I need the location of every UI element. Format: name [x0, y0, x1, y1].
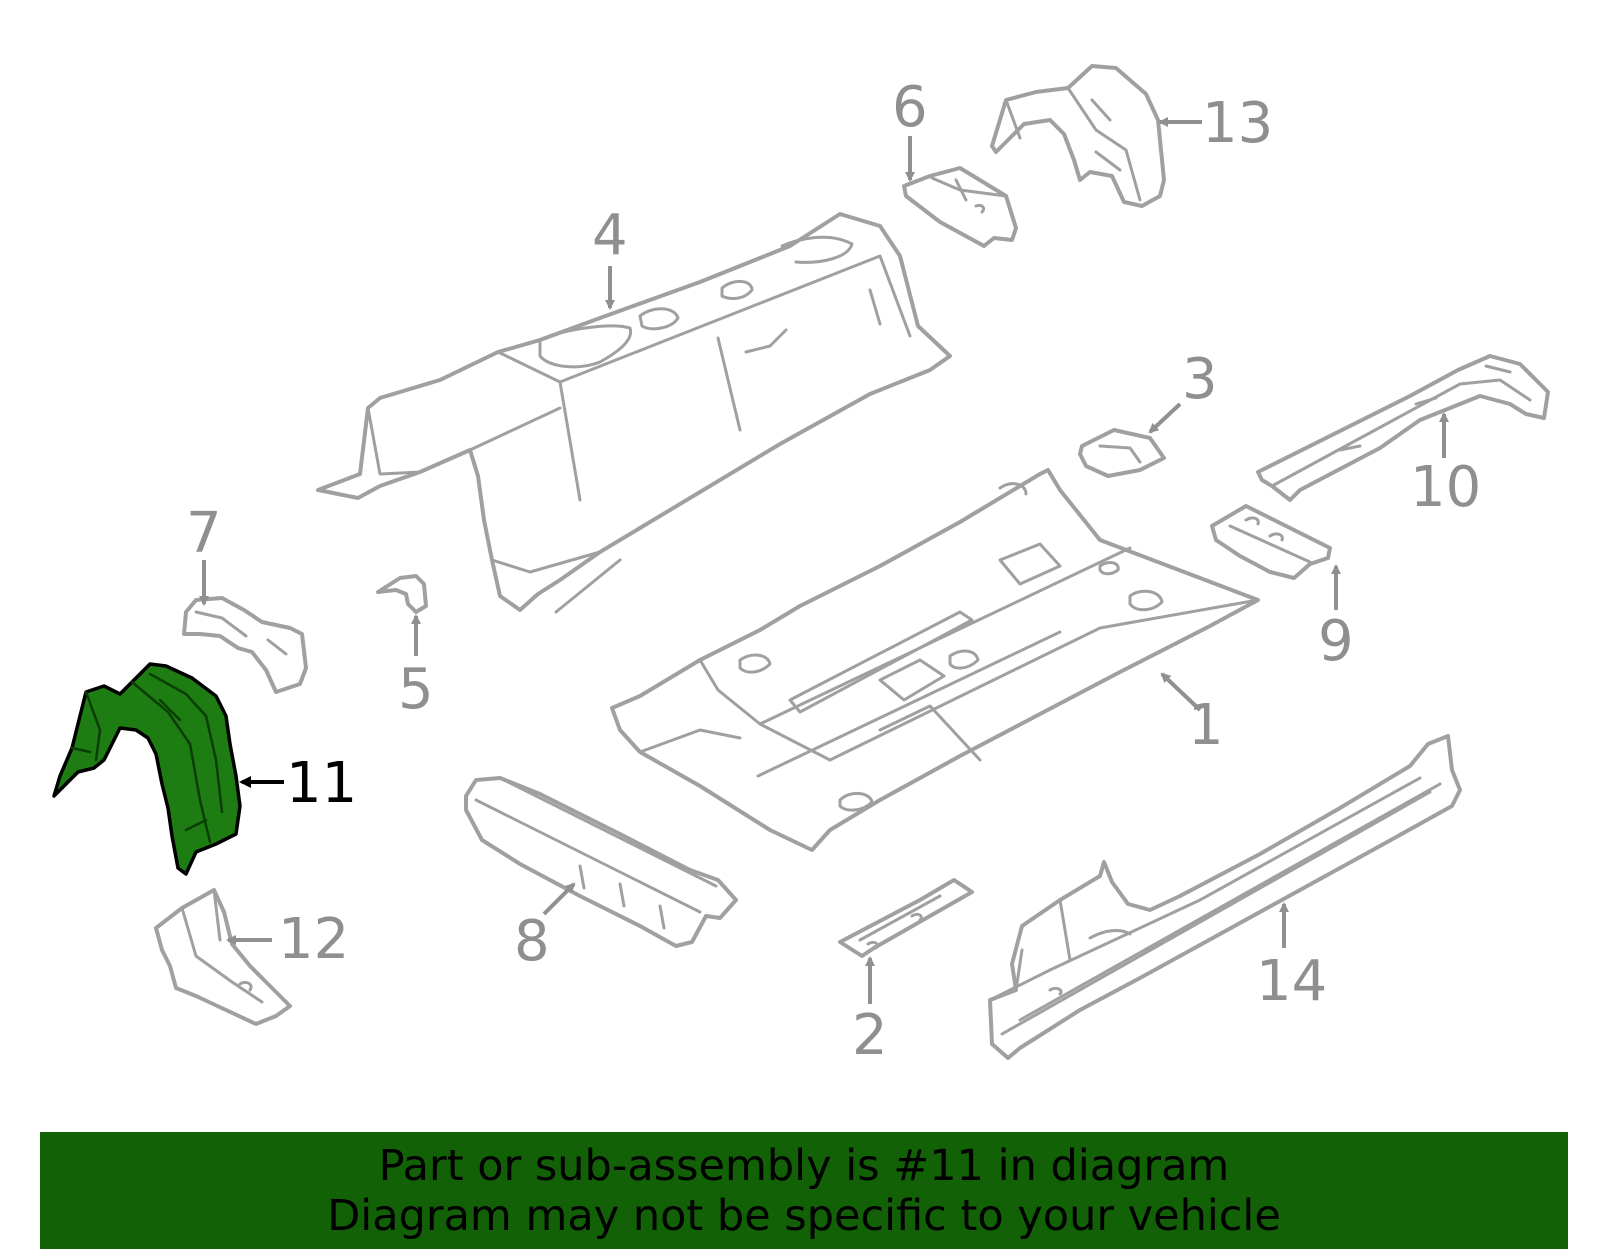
- callout-14: 14: [1256, 949, 1327, 1014]
- part-4-rear-floor-pan: [316, 212, 952, 614]
- part-11-wheelhouse-outer-highlighted: [52, 662, 242, 876]
- callout-4: 4: [592, 203, 628, 268]
- callout-3: 3: [1182, 347, 1218, 412]
- part-5-clip: [376, 574, 428, 614]
- callout-1: 1: [1188, 693, 1224, 758]
- info-banner: Part or sub-assembly is #11 in diagram D…: [40, 1132, 1568, 1249]
- callout-9: 9: [1318, 609, 1354, 674]
- banner-line-part-number: Part or sub-assembly is #11 in diagram: [378, 1140, 1230, 1191]
- part-7-bracket: [182, 596, 308, 694]
- callout-numbers: 1 2 3 4 5 6 7 8 9 10 11 12 13 14: [186, 75, 1481, 1068]
- part-12-lower-bracket: [154, 888, 292, 1026]
- callout-2: 2: [852, 1003, 888, 1068]
- part-1-floor-pan: [610, 468, 1260, 852]
- callout-leaders: [199, 117, 1449, 1004]
- part-9-cross-bracket: [1210, 504, 1332, 580]
- callout-7: 7: [186, 501, 222, 566]
- part-2-reinforcement: [838, 878, 974, 958]
- callout-5: 5: [398, 657, 434, 722]
- part-8-cross-member: [464, 776, 738, 948]
- callout-12: 12: [278, 907, 349, 972]
- part-14-rocker-sill: [988, 734, 1462, 1060]
- part-6-bracket: [902, 166, 1018, 248]
- callout-6: 6: [892, 75, 928, 140]
- banner-line-disclaimer: Diagram may not be specific to your vehi…: [327, 1190, 1281, 1241]
- callout-8: 8: [514, 909, 550, 974]
- callout-13: 13: [1202, 91, 1273, 156]
- part-13-wheelhouse: [990, 64, 1166, 208]
- callout-10: 10: [1410, 455, 1481, 520]
- part-10-side-member: [1256, 354, 1550, 502]
- callout-11: 11: [286, 751, 357, 816]
- part-3-bracket: [1078, 428, 1166, 478]
